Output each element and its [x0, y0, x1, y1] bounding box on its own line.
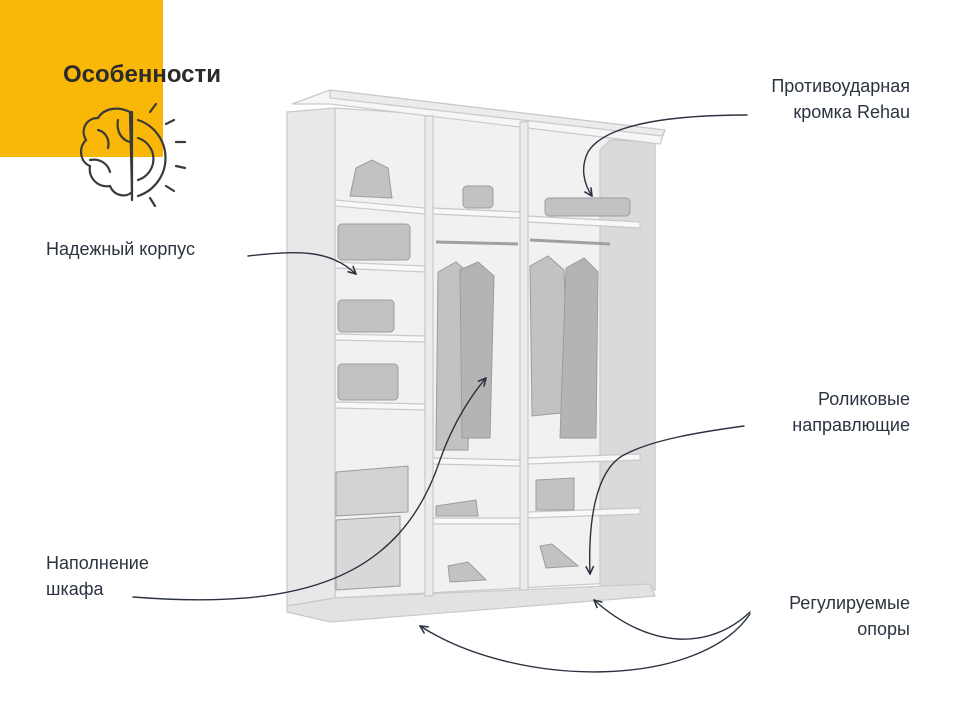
callout-arrows [132, 114, 751, 673]
wardrobe-contents [335, 159, 631, 591]
feature-label-opory: Регулируемые опоры [789, 590, 910, 642]
arrow-napolnenie [132, 378, 486, 601]
feature-line: Противоударная [771, 76, 910, 96]
feature-label-korpus: Надежный корпус [46, 236, 195, 262]
arrow-kromka [582, 114, 748, 196]
feature-line: опоры [857, 619, 910, 639]
feature-label-kromka: Противоударная кромка Rehau [771, 73, 910, 125]
arrow-korpus [247, 252, 356, 274]
arrow-rolik [590, 425, 745, 574]
feature-line: Надежный корпус [46, 239, 195, 259]
feature-line: шкафа [46, 579, 104, 599]
feature-line: Регулируемые [789, 593, 910, 613]
feature-line: кромка Rehau [793, 102, 910, 122]
feature-line: направлющие [792, 415, 910, 435]
arrow-opory-1 [594, 600, 751, 640]
feature-label-rolik: Роликовые направлющие [792, 386, 910, 438]
brain-gear-icon [80, 102, 187, 208]
page-title: Особенности [63, 61, 222, 88]
feature-label-napolnenie: Наполнение шкафа [46, 550, 149, 602]
feature-line: Наполнение [46, 553, 149, 573]
accent-corner-block [0, 0, 163, 157]
feature-line: Роликовые [818, 389, 910, 409]
arrow-opory-2 [420, 613, 751, 673]
